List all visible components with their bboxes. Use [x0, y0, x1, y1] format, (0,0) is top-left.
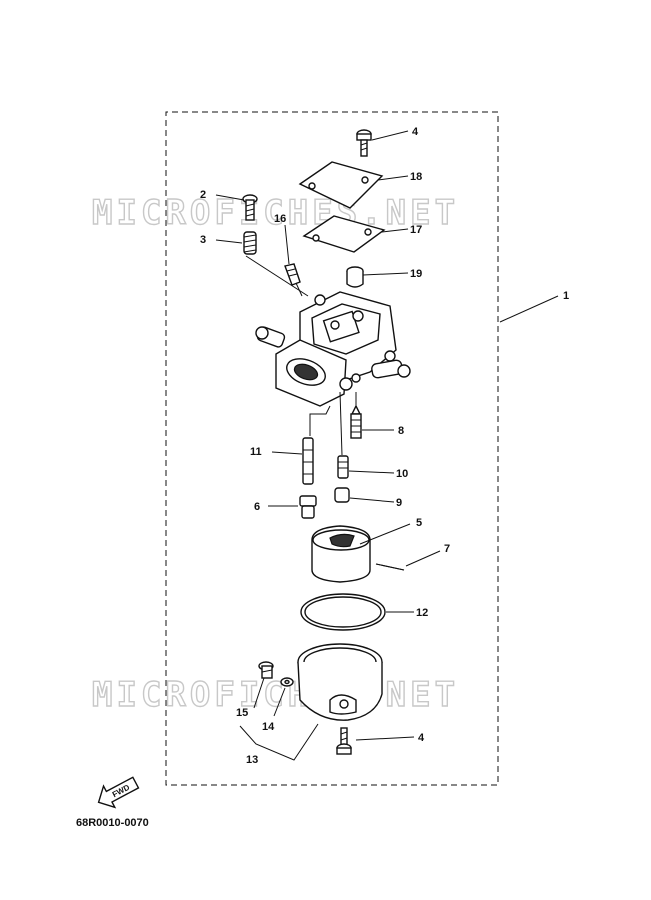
callout-4-bottom: 4	[418, 732, 425, 744]
part-15-drain-screw	[258, 661, 274, 679]
part-14-washer	[280, 677, 294, 687]
callout-5: 5	[416, 517, 422, 529]
part-11-main-nozzle	[302, 437, 314, 485]
watermark-top: MICROFICHES.NET	[92, 193, 459, 233]
leader-lines	[215, 130, 559, 761]
callout-13: 13	[246, 754, 258, 766]
callouts: 4 18 2 16 17 3 19 1 8 11 10 6 9 5 7 12 1…	[200, 126, 569, 766]
callout-1: 1	[563, 290, 569, 302]
callout-3: 3	[200, 234, 206, 246]
part-2-screw	[242, 194, 258, 221]
callout-2: 2	[200, 189, 206, 201]
callout-16: 16	[274, 213, 286, 225]
callout-4-top: 4	[412, 126, 419, 138]
part-19-plug	[346, 266, 364, 288]
part-6-main-jet	[299, 495, 317, 519]
part-18-cover-plate	[298, 161, 384, 209]
part-17-gasket	[302, 215, 386, 253]
part-16-pilot-screw	[284, 263, 303, 297]
callout-15: 15	[236, 707, 248, 719]
callout-18: 18	[410, 171, 422, 183]
callout-9: 9	[396, 497, 402, 509]
part-4-screw-top	[356, 129, 372, 157]
part-10-pilot-jet	[337, 455, 349, 479]
watermark-bottom: MICROFICHES.NET	[92, 675, 459, 715]
callout-10: 10	[396, 468, 408, 480]
part-1-carburetor-body	[255, 291, 411, 407]
callout-11: 11	[250, 446, 262, 458]
callout-12: 12	[416, 607, 428, 619]
part-9-plug	[334, 487, 350, 503]
diagram-code: 68R0010-0070	[76, 817, 149, 829]
part-3-spring	[243, 231, 257, 255]
callout-19: 19	[410, 268, 422, 280]
assembly-boundary	[165, 111, 499, 786]
callout-6: 6	[254, 501, 260, 513]
fwd-arrow-icon: FWD	[97, 776, 140, 809]
callout-14: 14	[262, 721, 275, 733]
part-13-float-chamber	[297, 643, 383, 721]
part-12-gasket-ring	[300, 593, 386, 631]
callout-8: 8	[398, 425, 404, 437]
callout-17: 17	[410, 224, 422, 236]
part-4-screw-bottom	[336, 727, 352, 755]
part-5-float	[311, 525, 371, 583]
callout-7: 7	[444, 543, 450, 555]
part-8-needle-valve	[350, 404, 362, 439]
part-7-float-pin	[375, 563, 405, 571]
